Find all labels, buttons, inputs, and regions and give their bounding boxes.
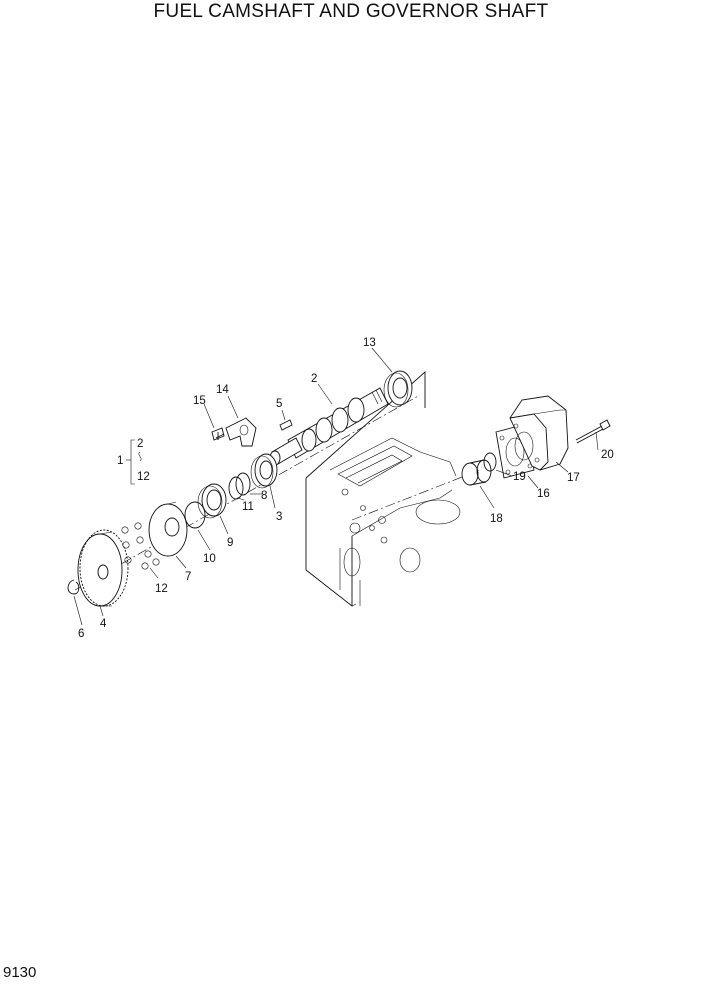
page-title: FUEL CAMSHAFT AND GOVERNOR SHAFT <box>153 1 549 22</box>
balls-12 <box>121 522 160 570</box>
callout-9: 9 <box>227 537 233 549</box>
page-number: 9130 <box>3 964 37 981</box>
callout-6: 6 <box>78 628 84 640</box>
key-5 <box>279 419 293 431</box>
callout-2: 2 <box>311 373 317 385</box>
bearing-13 <box>383 370 413 408</box>
callout-10: 10 <box>203 553 216 565</box>
callout-1: 1 <box>117 455 123 467</box>
callout-12: 12 <box>155 583 168 595</box>
collar-9 <box>197 483 227 519</box>
callout-2-bracket: 2 <box>137 438 143 450</box>
callout-19: 19 <box>513 471 526 483</box>
callout-12-bracket: 12 <box>137 471 150 483</box>
housing-17 <box>509 395 569 471</box>
ring-11 <box>228 476 244 500</box>
callout-13: 13 <box>363 337 376 349</box>
leader-lines <box>73 347 599 626</box>
callout-4: 4 <box>100 618 107 630</box>
callout-20: 20 <box>601 449 614 461</box>
gear-4 <box>77 529 129 607</box>
callout-7: 7 <box>185 571 191 583</box>
ring-8 <box>235 472 251 496</box>
callout-3: 3 <box>276 511 282 523</box>
callout-14: 14 <box>216 384 229 396</box>
bearing-3 <box>250 453 278 489</box>
engine-block <box>305 370 461 607</box>
bolt-20 <box>575 419 611 444</box>
bolt-15 <box>211 427 225 441</box>
callout-16: 16 <box>537 488 550 500</box>
callout-17: 17 <box>567 472 580 484</box>
callout-5: 5 <box>276 398 282 410</box>
o-ring-19 <box>483 452 497 472</box>
bush-18 <box>461 459 492 486</box>
callout-11: 11 <box>242 501 254 513</box>
callout-8: 8 <box>261 490 267 502</box>
plate-7 <box>148 501 188 557</box>
circlip-6 <box>67 579 80 595</box>
snap-ring-10 <box>184 501 206 529</box>
bracket-14 <box>225 417 257 447</box>
callout-15: 15 <box>193 395 206 407</box>
camshaft-2 <box>269 387 389 466</box>
callout-18: 18 <box>490 513 503 525</box>
